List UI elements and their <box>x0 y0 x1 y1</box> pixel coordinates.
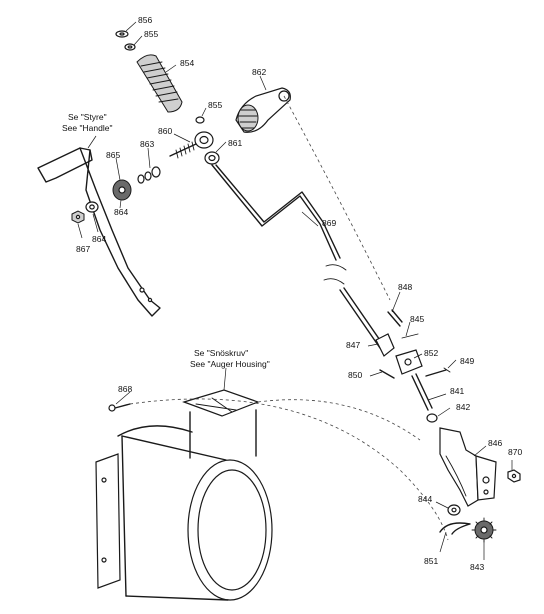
label-855-lower: 855 <box>208 100 222 110</box>
label-843: 843 <box>470 562 484 572</box>
handle-note-line2: See "Handle" <box>62 123 112 133</box>
auger-note-line2: See "Auger Housing" <box>190 359 270 369</box>
label-849: 849 <box>460 356 474 366</box>
lever-862 <box>235 87 291 133</box>
label-845: 845 <box>410 314 424 324</box>
auger-housing <box>95 389 273 601</box>
label-870: 870 <box>508 447 522 457</box>
grip-854 <box>136 54 183 113</box>
label-841: 841 <box>450 386 464 396</box>
washer-855-lower <box>195 116 205 124</box>
label-865: 865 <box>106 150 120 160</box>
bolt-868 <box>108 403 131 412</box>
washer-865 <box>112 179 132 201</box>
hairpin-851 <box>439 522 471 535</box>
label-863: 863 <box>140 139 154 149</box>
label-842: 842 <box>456 402 470 412</box>
label-861: 861 <box>228 138 242 148</box>
label-867: 867 <box>76 244 90 254</box>
handle-bracket <box>37 147 161 317</box>
label-852: 852 <box>424 348 438 358</box>
leader-lines <box>77 21 513 560</box>
label-855-top: 855 <box>144 29 158 39</box>
nut-870 <box>507 469 521 483</box>
label-864-right: 864 <box>114 207 128 217</box>
label-847: 847 <box>346 340 360 350</box>
spring-863 <box>137 166 161 184</box>
washer-861 <box>204 151 220 165</box>
gear-843 <box>471 517 497 543</box>
washer-856 <box>115 30 129 38</box>
label-854: 854 <box>180 58 194 68</box>
bolt-850 <box>379 369 395 379</box>
washer-855-top <box>124 43 136 51</box>
washer-842 <box>426 413 438 423</box>
bracket-852 <box>395 349 423 375</box>
label-856: 856 <box>138 15 152 25</box>
pin-845 <box>401 333 419 339</box>
label-846: 846 <box>488 438 502 448</box>
auger-note-line1: Se "Snöskruv" <box>194 348 248 358</box>
dashed-reference-arcs <box>129 95 449 541</box>
label-860: 860 <box>158 126 172 136</box>
bolt-860 <box>169 131 214 159</box>
clevis-847 <box>375 333 395 357</box>
washer-844 <box>447 504 461 516</box>
pin-849 <box>425 367 451 377</box>
label-868: 868 <box>118 384 132 394</box>
label-869: 869 <box>322 218 336 228</box>
label-844: 844 <box>418 494 432 504</box>
bracket-846 <box>439 427 497 507</box>
nut-867 <box>71 210 85 224</box>
label-851: 851 <box>424 556 438 566</box>
label-850: 850 <box>348 370 362 380</box>
handle-note-line1: Se "Styre" <box>68 112 107 122</box>
pin-848 <box>387 309 403 327</box>
washer-864-upper <box>85 201 99 213</box>
rod-869 <box>211 164 385 349</box>
label-864-left: 864 <box>92 234 106 244</box>
label-862: 862 <box>252 67 266 77</box>
label-848: 848 <box>398 282 412 292</box>
rod-841 <box>411 373 433 411</box>
